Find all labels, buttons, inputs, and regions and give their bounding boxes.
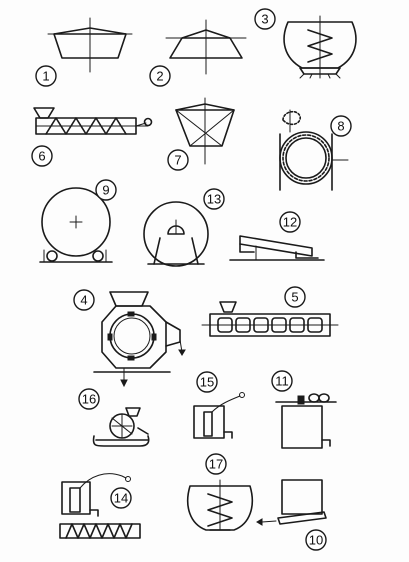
equipment-14-tank-screw — [59, 473, 141, 539]
equipment-9-large-drum — [39, 187, 113, 263]
svg-text:12: 12 — [283, 215, 297, 230]
label-10: 10 — [305, 529, 327, 551]
equipment-8-rotary-drum — [279, 109, 349, 191]
label-15: 15 — [196, 371, 218, 393]
equipment-11-mixing-tank — [275, 393, 337, 449]
equipment-16-rotary-sieve — [92, 407, 150, 447]
label-16: 16 — [78, 388, 100, 410]
equipment-5-extruder — [201, 301, 339, 337]
label-9: 9 — [95, 179, 117, 201]
svg-text:10: 10 — [309, 533, 323, 548]
label-12: 12 — [279, 211, 301, 233]
label-4: 4 — [73, 289, 95, 311]
equipment-1-conical-frustum — [47, 17, 133, 73]
equipment-4-hammer-mill — [93, 291, 186, 388]
label-2: 2 — [149, 65, 171, 87]
svg-text:13: 13 — [207, 192, 221, 207]
svg-text:15: 15 — [200, 375, 214, 390]
svg-text:14: 14 — [114, 491, 128, 506]
equipment-13-drum-on-stand — [143, 201, 209, 267]
label-11: 11 — [271, 370, 293, 392]
svg-text:8: 8 — [337, 119, 344, 134]
svg-text:1: 1 — [42, 69, 49, 84]
svg-text:3: 3 — [261, 12, 268, 27]
svg-text:2: 2 — [156, 69, 163, 84]
svg-text:5: 5 — [291, 290, 298, 305]
label-3: 3 — [254, 8, 276, 30]
label-13: 13 — [203, 188, 225, 210]
svg-text:11: 11 — [275, 374, 289, 389]
equipment-15-probe-tank — [193, 392, 245, 439]
label-1: 1 — [35, 65, 57, 87]
svg-text:17: 17 — [209, 457, 223, 472]
svg-text:7: 7 — [174, 153, 181, 168]
label-17: 17 — [205, 453, 227, 475]
label-5: 5 — [284, 286, 306, 308]
label-6: 6 — [31, 145, 53, 167]
equipment-12-inclined-trough — [229, 235, 325, 261]
svg-text:16: 16 — [82, 392, 96, 407]
equipment-10-inclined-chute — [256, 479, 327, 526]
label-14: 14 — [110, 487, 132, 509]
equipment-3-screw-cup-mixer — [283, 15, 357, 79]
equipment-17-spiral-cup — [186, 479, 254, 531]
equipment-2-inverted-frustum — [165, 19, 247, 75]
equipment-7-pyramid-hopper — [175, 97, 235, 165]
equipment-6-screw-conveyor — [33, 107, 153, 135]
svg-text:9: 9 — [102, 183, 109, 198]
svg-text:6: 6 — [38, 149, 45, 164]
label-7: 7 — [167, 149, 189, 171]
label-8: 8 — [330, 115, 352, 137]
svg-text:4: 4 — [80, 293, 87, 308]
